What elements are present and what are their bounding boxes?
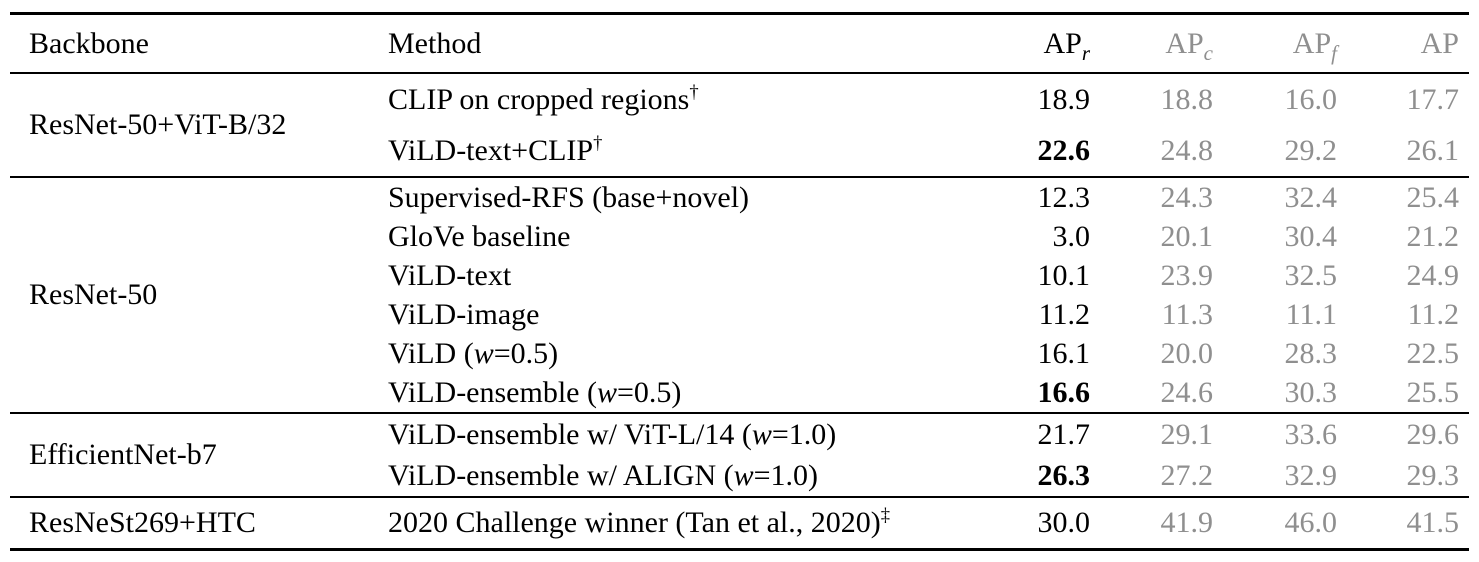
ap-r-cell: 22.6 [1037, 133, 1091, 167]
italic-variable: w [751, 417, 772, 451]
ap-f-cell: 32.5 [1284, 258, 1338, 292]
ap-r-cell: 18.9 [1037, 82, 1091, 116]
ap-c-cell: 23.9 [1160, 258, 1214, 292]
ap-f-cell: 32.9 [1284, 458, 1338, 492]
ap-cell: 17.7 [1406, 82, 1460, 116]
col-header-ap-f-subscript: f [1331, 40, 1337, 65]
table-header: Backbone Method APr APc APf AP [10, 14, 1469, 74]
method-cell: ViLD-text+CLIP† [388, 132, 603, 167]
col-header-ap-r-label: AP [1043, 26, 1082, 60]
table-row: EfficientNet-b7 ViLD-ensemble w/ ViT-L/14… [10, 413, 1469, 472]
italic-variable: w [596, 375, 617, 409]
ap-f-cell: 28.3 [1284, 336, 1338, 370]
table-row: ViLD-text 10.1 23.9 32.5 24.9 [10, 256, 1469, 295]
ap-c-cell: 24.8 [1160, 133, 1214, 167]
ap-r-cell: 16.6 [1037, 375, 1091, 409]
ap-c-cell: 20.1 [1160, 219, 1214, 253]
ap-f-cell: 46.0 [1284, 506, 1338, 539]
ap-cell: 25.5 [1406, 375, 1460, 409]
ap-c-cell: 41.9 [1160, 506, 1214, 539]
ap-f-cell: 11.1 [1285, 297, 1337, 331]
ap-f-cell: 16.0 [1284, 82, 1338, 116]
ap-r-cell: 30.0 [1037, 506, 1091, 539]
table-row: GloVe baseline 3.0 20.1 30.4 21.2 [10, 217, 1469, 256]
ap-c-cell: 18.8 [1160, 82, 1214, 116]
ap-f-cell: 32.4 [1284, 180, 1338, 214]
method-cell: ViLD-ensemble (w=0.5) [388, 375, 682, 409]
ap-cell: 22.5 [1406, 336, 1460, 370]
ap-f-cell: 30.3 [1284, 375, 1338, 409]
dagger-mark: † [689, 81, 699, 103]
table-row: ViLD-image 11.2 11.3 11.1 11.2 [10, 295, 1469, 334]
ap-c-cell: 24.6 [1160, 375, 1214, 409]
method-cell: 2020 Challenge winner (Tan et al., 2020)… [388, 505, 891, 539]
table-row: ViLD-ensemble w/ ALIGN (w=1.0) 26.3 27.2 32… [10, 455, 1469, 497]
table-row: ResNet-50+ViT-B/32 CLIP on cropped region… [10, 73, 1469, 142]
method-cell: ViLD-image [388, 297, 540, 331]
italic-variable: w [473, 336, 494, 370]
ap-cell: 11.2 [1407, 297, 1459, 331]
backbone-cell: ResNet-50 [29, 278, 158, 311]
col-header-ap-c-label: AP [1165, 26, 1204, 60]
col-header-ap-r-subscript: r [1081, 40, 1090, 65]
ap-r-cell: 11.2 [1038, 297, 1090, 331]
ap-cell: 41.5 [1406, 506, 1460, 539]
ap-r-cell: 10.1 [1037, 258, 1091, 292]
ap-r-cell: 3.0 [1052, 219, 1091, 253]
method-cell: Supervised-RFS (base+novel) [388, 180, 750, 214]
ap-cell: 26.1 [1406, 133, 1460, 167]
col-header-backbone: Backbone [29, 26, 149, 60]
col-header-ap-r: APr [948, 14, 1090, 74]
ap-r-cell: 16.1 [1037, 336, 1091, 370]
ap-cell: 29.6 [1406, 417, 1460, 451]
col-header-ap-f-label: AP [1292, 26, 1332, 60]
ap-c-cell: 29.1 [1160, 417, 1214, 451]
backbone-group: ResNet-50 Supervised-RFS (base+novel) 12.3… [10, 177, 1469, 413]
ap-r-cell: 12.3 [1037, 180, 1091, 214]
backbone-cell: ResNet-50+ViT-B/32 [29, 108, 287, 141]
backbone-cell: EfficientNet-b7 [29, 438, 217, 471]
ap-cell: 24.9 [1406, 258, 1460, 292]
results-table: Backbone Method APr APc APf AP ResNet-50… [10, 12, 1469, 551]
table-row: ViLD-ensemble (w=0.5) 16.6 24.6 30.3 25.5 [10, 373, 1469, 413]
col-header-ap-c: APc [1090, 14, 1213, 74]
method-cell: ViLD-ensemble w/ ViT-L/14 (w=1.0) [388, 417, 837, 451]
col-header-ap-f: APf [1213, 14, 1337, 74]
method-cell: ViLD-text [388, 258, 512, 292]
ap-cell: 25.4 [1406, 180, 1460, 214]
backbone-group: EfficientNet-b7 ViLD-ensemble w/ ViT-L/14… [10, 413, 1469, 497]
table-row: ViLD-text+CLIP† 22.6 24.8 29.2 26.1 [10, 125, 1469, 177]
table-row: ResNeSt269+HTC 2020 Challenge winner (Tan… [10, 497, 1469, 550]
col-header-ap: AP [1337, 14, 1469, 74]
double-dagger-mark: ‡ [880, 505, 891, 526]
col-header-ap-c-subscript: c [1203, 40, 1213, 65]
col-header-ap-label: AP [1420, 26, 1459, 60]
ap-c-cell: 24.3 [1160, 180, 1214, 214]
ap-c-cell: 11.3 [1161, 297, 1213, 331]
table-row: ViLD (w=0.5) 16.1 20.0 28.3 22.5 [10, 334, 1469, 373]
header-row: Backbone Method APr APc APf AP [10, 14, 1469, 74]
backbone-cell: ResNeSt269+HTC [29, 506, 256, 539]
method-cell: GloVe baseline [388, 219, 571, 253]
ap-cell: 21.2 [1406, 219, 1460, 253]
col-header-method: Method [388, 26, 482, 60]
method-cell: ViLD (w=0.5) [388, 336, 559, 370]
table-row: ResNet-50 Supervised-RFS (base+novel) 12.3… [10, 177, 1469, 312]
ap-f-cell: 29.2 [1284, 133, 1338, 167]
ap-f-cell: 30.4 [1284, 219, 1338, 253]
italic-variable: w [733, 458, 754, 492]
backbone-group: ResNet-50+ViT-B/32 CLIP on cropped region… [10, 73, 1469, 177]
ap-r-cell: 26.3 [1037, 458, 1091, 492]
ap-cell: 29.3 [1406, 458, 1460, 492]
dagger-mark: † [593, 132, 603, 154]
ap-r-cell: 21.7 [1037, 417, 1091, 451]
ap-c-cell: 27.2 [1160, 458, 1214, 492]
ap-c-cell: 20.0 [1160, 336, 1214, 370]
ap-f-cell: 33.6 [1284, 417, 1338, 451]
method-cell: CLIP on cropped regions† [388, 81, 699, 116]
backbone-group: ResNeSt269+HTC 2020 Challenge winner (Tan… [10, 497, 1469, 550]
method-cell: ViLD-ensemble w/ ALIGN (w=1.0) [388, 458, 819, 492]
